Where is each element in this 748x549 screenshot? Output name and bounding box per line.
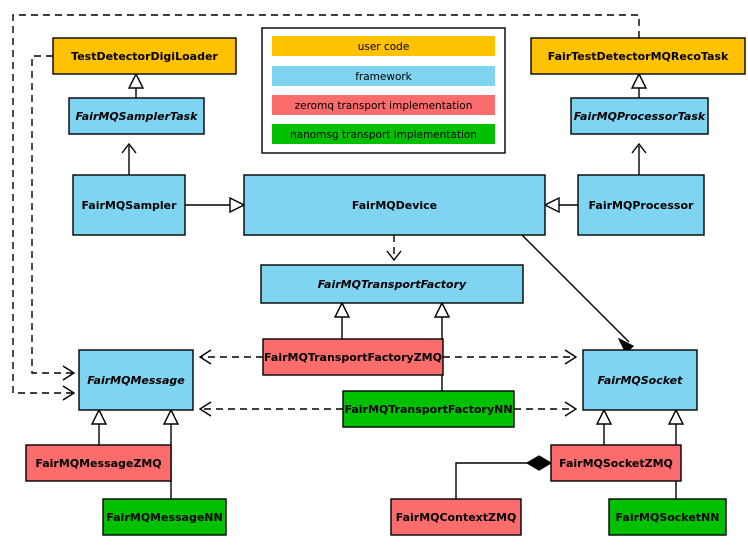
class-node-FairMQSampler[interactable]: FairMQSampler bbox=[72, 174, 186, 236]
edge-digiloader-to-message bbox=[31, 55, 72, 374]
class-node-FairMQSamplerTask[interactable]: FairMQSamplerTask bbox=[68, 97, 205, 135]
arrowhead-hollow-tfzmq bbox=[333, 301, 351, 318]
class-node-FairMQMessage[interactable]: FairMQMessage bbox=[78, 349, 194, 411]
class-label-FairMQMessage: FairMQMessage bbox=[87, 374, 185, 387]
arrowhead-open-tfnn-socket bbox=[564, 401, 578, 417]
edge-device-to-socket bbox=[521, 234, 630, 343]
class-label-FairMQMessageZMQ: FairMQMessageZMQ bbox=[35, 457, 161, 470]
legend-swatch-user-code bbox=[272, 36, 495, 56]
class-node-FairMQSocketNN[interactable]: FairMQSocketNN bbox=[608, 498, 727, 536]
legend-label-user-code: user code bbox=[358, 41, 410, 53]
arrowhead-hollow-messagenn bbox=[162, 408, 180, 425]
transport-dependency-edges bbox=[202, 235, 574, 410]
class-label-FairMQProcessorTask: FairMQProcessorTask bbox=[574, 110, 706, 123]
arrowhead-hollow-messagezmq bbox=[90, 408, 108, 425]
class-box-FairMQDevice[interactable] bbox=[243, 174, 546, 236]
class-label-FairMQProcessor: FairMQProcessor bbox=[589, 199, 694, 212]
legend-item-framework: framework bbox=[272, 66, 495, 86]
class-label-FairMQTransportFactory: FairMQTransportFactory bbox=[318, 278, 467, 291]
legend: user code framework zeromq transport imp… bbox=[261, 27, 506, 154]
class-node-FairMQTransportFactory[interactable]: FairMQTransportFactory bbox=[260, 264, 524, 304]
arrowhead-hollow-socketnn bbox=[667, 408, 685, 425]
arrowhead-open-device-transportfactory bbox=[386, 250, 402, 262]
class-box-FairMQSocket[interactable] bbox=[582, 349, 698, 411]
arrowhead-hollow-socketzmq bbox=[595, 408, 613, 425]
class-node-FairMQProcessor[interactable]: FairMQProcessor bbox=[577, 174, 705, 236]
class-label-FairMQSocket: FairMQSocket bbox=[598, 374, 684, 387]
edge-recotask-to-message bbox=[12, 14, 640, 394]
class-box-FairMQSamplerTask[interactable] bbox=[68, 97, 205, 135]
class-label-FairTestDetectorMQRecoTask: FairTestDetectorMQRecoTask bbox=[548, 50, 729, 63]
class-box-FairMQSampler[interactable] bbox=[72, 174, 186, 236]
class-node-FairMQTransportFactoryNN[interactable]: FairMQTransportFactoryNN bbox=[342, 390, 515, 428]
class-box-TestDetectorDigiLoader[interactable] bbox=[52, 37, 237, 75]
class-node-TestDetectorDigiLoader[interactable]: TestDetectorDigiLoader bbox=[52, 37, 237, 75]
class-box-FairMQContextZMQ[interactable] bbox=[390, 498, 522, 536]
class-label-FairMQSampler: FairMQSampler bbox=[81, 199, 177, 212]
class-box-FairMQProcessor[interactable] bbox=[577, 174, 705, 236]
class-label-FairMQTransportFactoryZMQ: FairMQTransportFactoryZMQ bbox=[264, 351, 442, 364]
legend-label-framework: framework bbox=[355, 71, 412, 83]
arrowhead-open-processor-processortask bbox=[631, 142, 647, 154]
class-box-FairMQSocketZMQ[interactable] bbox=[550, 444, 682, 482]
class-node-FairMQMessageNN[interactable]: FairMQMessageNN bbox=[102, 498, 227, 536]
class-box-FairTestDetectorMQRecoTask[interactable] bbox=[530, 37, 746, 75]
arrowhead-hollow-processortask bbox=[630, 72, 648, 89]
arrowhead-hollow-tfnn bbox=[433, 301, 451, 318]
class-box-FairMQMessageZMQ[interactable] bbox=[25, 444, 172, 482]
class-node-FairMQMessageZMQ[interactable]: FairMQMessageZMQ bbox=[25, 444, 172, 482]
arrowhead-hollow-sampler-device bbox=[229, 196, 246, 214]
class-node-FairMQContextZMQ[interactable]: FairMQContextZMQ bbox=[390, 498, 522, 536]
class-boxes: TestDetectorDigiLoader FairMQSamplerTask… bbox=[25, 37, 746, 536]
dependency-routes bbox=[12, 14, 640, 394]
class-label-FairMQSamplerTask: FairMQSamplerTask bbox=[76, 110, 199, 123]
class-label-FairMQSocketNN: FairMQSocketNN bbox=[616, 511, 720, 524]
arrowhead-open-recotask-message bbox=[62, 385, 76, 401]
legend-swatch-zeromq bbox=[272, 95, 495, 115]
class-node-FairMQSocketZMQ[interactable]: FairMQSocketZMQ bbox=[550, 444, 682, 482]
class-node-FairMQDevice[interactable]: FairMQDevice bbox=[243, 174, 546, 236]
class-box-FairMQTransportFactoryNN[interactable] bbox=[342, 390, 515, 428]
class-label-FairMQDevice: FairMQDevice bbox=[352, 199, 437, 212]
legend-swatch-framework bbox=[272, 66, 495, 86]
class-box-FairMQTransportFactory[interactable] bbox=[260, 264, 524, 304]
class-box-FairMQTransportFactoryZMQ[interactable] bbox=[262, 338, 444, 376]
class-node-FairMQTransportFactoryZMQ[interactable]: FairMQTransportFactoryZMQ bbox=[262, 338, 444, 376]
class-node-FairMQProcessorTask[interactable]: FairMQProcessorTask bbox=[570, 97, 709, 135]
class-box-FairMQSocketNN[interactable] bbox=[608, 498, 727, 536]
arrowheads bbox=[62, 72, 685, 471]
arrowhead-open-sampler-samplertask bbox=[121, 142, 137, 154]
arrowhead-open-tfzmq-socket bbox=[564, 349, 578, 365]
legend-item-user-code: user code bbox=[272, 36, 495, 56]
class-box-FairMQProcessorTask[interactable] bbox=[570, 97, 709, 135]
class-box-FairMQMessage[interactable] bbox=[78, 349, 194, 411]
legend-frame bbox=[261, 27, 506, 154]
arrowhead-open-tfzmq-message bbox=[198, 349, 212, 365]
class-node-FairTestDetectorMQRecoTask[interactable]: FairTestDetectorMQRecoTask bbox=[530, 37, 746, 75]
arrowhead-diamond-socketzmq bbox=[525, 455, 553, 471]
arrowhead-hollow-processor-device bbox=[543, 196, 560, 214]
class-node-FairMQSocket[interactable]: FairMQSocket bbox=[582, 349, 698, 411]
arrowhead-hollow-samplertask bbox=[127, 72, 145, 89]
legend-label-zeromq: zeromq transport implementation bbox=[295, 100, 473, 112]
arrowhead-open-tfnn-message bbox=[198, 401, 212, 417]
class-box-FairMQMessageNN[interactable] bbox=[102, 498, 227, 536]
legend-item-zeromq: zeromq transport implementation bbox=[272, 95, 495, 115]
legend-item-nanomsg: nanomsg transport implementation bbox=[272, 124, 495, 144]
legend-swatch-nanomsg bbox=[272, 124, 495, 144]
legend-label-nanomsg: nanomsg transport implementation bbox=[290, 129, 477, 141]
class-label-FairMQSocketZMQ: FairMQSocketZMQ bbox=[559, 457, 673, 470]
class-label-FairMQContextZMQ: FairMQContextZMQ bbox=[396, 511, 517, 524]
arrowhead-open-digiloader-message bbox=[62, 365, 76, 381]
class-label-FairMQTransportFactoryNN: FairMQTransportFactoryNN bbox=[344, 403, 512, 416]
edge-contextzmq-to-socketzmq bbox=[455, 462, 528, 499]
class-label-FairMQMessageNN: FairMQMessageNN bbox=[106, 511, 222, 524]
class-label-TestDetectorDigiLoader: TestDetectorDigiLoader bbox=[71, 50, 218, 63]
